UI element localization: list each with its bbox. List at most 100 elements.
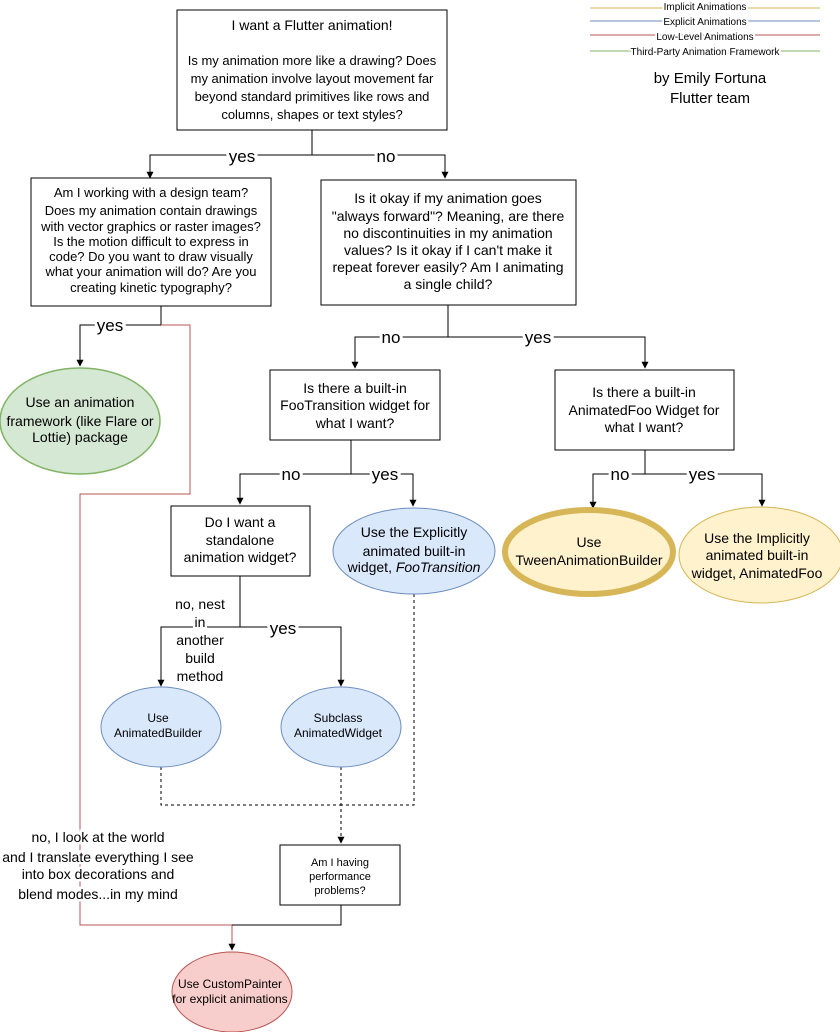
node-performance-line: Am I having [311, 857, 369, 869]
node-design-team-line: what your animation will do? Are you [44, 264, 256, 279]
edge-animfoo-no [589, 450, 646, 509]
node-animated-foo-line: AnimatedFoo Widget for [569, 402, 720, 418]
label-design-no-line: blend modes...in my mind [18, 886, 178, 902]
node-start-line: columns, shapes or text styles? [221, 107, 402, 122]
label-design-no: no, I look at the world and I translate … [0, 827, 196, 905]
label-design-no-line: no, I look at the world [31, 829, 164, 845]
edge-foo-yes [351, 473, 417, 507]
node-implicit-builtin-line: widget, AnimatedFoo [691, 565, 823, 581]
label-standalone-no-line: no, nest [175, 596, 225, 612]
edge-explicit-to-perf [341, 594, 415, 806]
node-design-team-line: code? Do you want to draw visually [49, 249, 253, 264]
node-design-team-line: creating kinetic typography? [70, 280, 232, 295]
node-always-forward-line: no discontinuities in my animation [343, 225, 552, 241]
label-standalone-no-line: build [185, 650, 215, 666]
node-explicit-builtin-line: animated built-in [363, 543, 466, 559]
node-performance-line: performance [309, 871, 371, 883]
node-design-team-line: with vector graphics or raster images? [40, 219, 261, 234]
node-start-line: my animation involve layout movement far [191, 71, 434, 86]
edge-animfoo-yes [645, 473, 766, 507]
label-foo-no: no [282, 465, 301, 484]
node-standalone-line: standalone [206, 532, 275, 548]
label-forward-yes: yes [525, 328, 551, 347]
edge-start-yes [146, 130, 313, 179]
node-always-forward-line: repeat forever easily? Am I animating [332, 259, 563, 275]
label-standalone-no-line: method [177, 668, 224, 684]
node-framework-line: Lottie) package [32, 429, 128, 445]
label-design-no-line: into box decorations and [22, 866, 175, 882]
node-explicit-builtin-last: widget, FooTransition [347, 559, 481, 575]
node-framework-line: Use an animation [26, 394, 135, 410]
label-design-no-line: and I translate everything I see [2, 849, 194, 865]
node-animated-foo-line: Is there a built-in [592, 384, 696, 400]
node-tween-builder: Use TweenAnimationBuilder [502, 507, 676, 597]
node-animated-builder-line: AnimatedBuilder [114, 726, 202, 740]
node-animated-foo-line: what I want? [604, 419, 684, 435]
node-subclass-widget-line: AnimatedWidget [294, 726, 383, 740]
label-design-yes: yes [97, 316, 123, 335]
edges [76, 130, 766, 951]
node-explicit-builtin-prefix: widget, [347, 559, 396, 575]
node-start: I want a Flutter animation! Is my animat… [176, 9, 448, 131]
node-implicit-builtin-line: Use the Implicitly [704, 530, 810, 546]
node-implicit-builtin: Use the Implicitly animated built-in wid… [678, 506, 840, 604]
edge-perf-to-painter [232, 905, 342, 926]
node-standalone-question: Do I want a standalone animation widget? [170, 505, 311, 577]
node-subclass-widget-line: Subclass [314, 711, 363, 725]
edge-labels: yes no yes no yes no yes no yes yes no, … [0, 144, 718, 905]
legend: Implicit Animations Explicit Animations … [590, 0, 820, 60]
node-custom-painter-line: for explicit animations [172, 992, 287, 1006]
node-always-forward-line: Is it okay if my animation goes [354, 190, 542, 206]
label-animfoo-no: no [611, 465, 630, 484]
node-animated-builder-line: Use [147, 711, 169, 725]
legend-label-third-party: Third-Party Animation Framework [631, 47, 781, 58]
label-foo-yes: yes [372, 465, 398, 484]
author-credit: by Emily Fortuna Flutter team [654, 70, 767, 107]
node-start-line: Is my animation more like a drawing? Doe… [188, 53, 437, 68]
edge-design-yes [76, 306, 162, 367]
label-standalone-no-line: another [176, 632, 224, 648]
edge-builder-to-perf [160, 767, 341, 806]
label-standalone-yes: yes [270, 619, 296, 638]
node-implicit-builtin-line: animated built-in [706, 547, 809, 563]
node-performance-line: problems? [314, 885, 365, 897]
node-explicit-builtin: Use the Explicitly animated built-in wid… [332, 507, 496, 595]
node-animated-builder: Use AnimatedBuilder [100, 686, 222, 768]
node-standalone-line: animation widget? [184, 549, 297, 565]
node-foo-transition-question: Is there a built-in FooTransition widget… [269, 369, 441, 441]
node-foo-transition-line: Is there a built-in [303, 380, 407, 396]
node-standalone-line: Do I want a [205, 514, 276, 530]
label-forward-no: no [382, 328, 401, 347]
edge-foo-no [236, 440, 352, 505]
author-name: by Emily Fortuna [654, 70, 767, 87]
legend-label-implicit: Implicit Animations [664, 2, 747, 13]
label-standalone-no: no, nest in another build method [173, 594, 228, 687]
node-tween-builder-line: Use [577, 534, 602, 550]
edge-start-no [312, 154, 449, 179]
edge-standalone-yes [240, 626, 345, 687]
node-design-team-line: Is the motion difficult to express in [53, 234, 249, 249]
node-tween-builder-line: TweenAnimationBuilder [515, 552, 662, 568]
node-animated-foo-question: Is there a built-in AnimatedFoo Widget f… [554, 369, 735, 451]
node-start-title: I want a Flutter animation! [231, 17, 392, 33]
node-foo-transition-line: FooTransition widget for [280, 397, 430, 413]
node-custom-painter-line: Use CustomPainter [178, 977, 282, 991]
node-design-team-line: Does my animation contain drawings [45, 203, 258, 218]
legend-label-low-level: Low-Level Animations [656, 32, 753, 43]
node-start-line: beyond standard primitives like rows and [195, 89, 430, 104]
legend-label-explicit: Explicit Animations [663, 17, 746, 28]
label-start-no: no [377, 147, 396, 166]
node-framework: Use an animation framework (like Flare o… [0, 367, 161, 475]
edge-standalone-no [157, 576, 241, 687]
node-design-team-line: Am I working with a design team? [54, 185, 248, 200]
node-performance-question: Am I having performance problems? [279, 844, 401, 906]
edge-forward-no [351, 305, 449, 369]
label-start-yes: yes [229, 147, 255, 166]
label-standalone-no-line: in [195, 614, 206, 630]
node-custom-painter: Use CustomPainter for explicit animation… [171, 951, 293, 1032]
node-explicit-builtin-italic: FooTransition [396, 559, 481, 575]
author-team: Flutter team [670, 90, 750, 107]
node-always-forward-line: values? Is it okay if I can't make it [344, 242, 552, 258]
label-animfoo-yes: yes [689, 465, 715, 484]
